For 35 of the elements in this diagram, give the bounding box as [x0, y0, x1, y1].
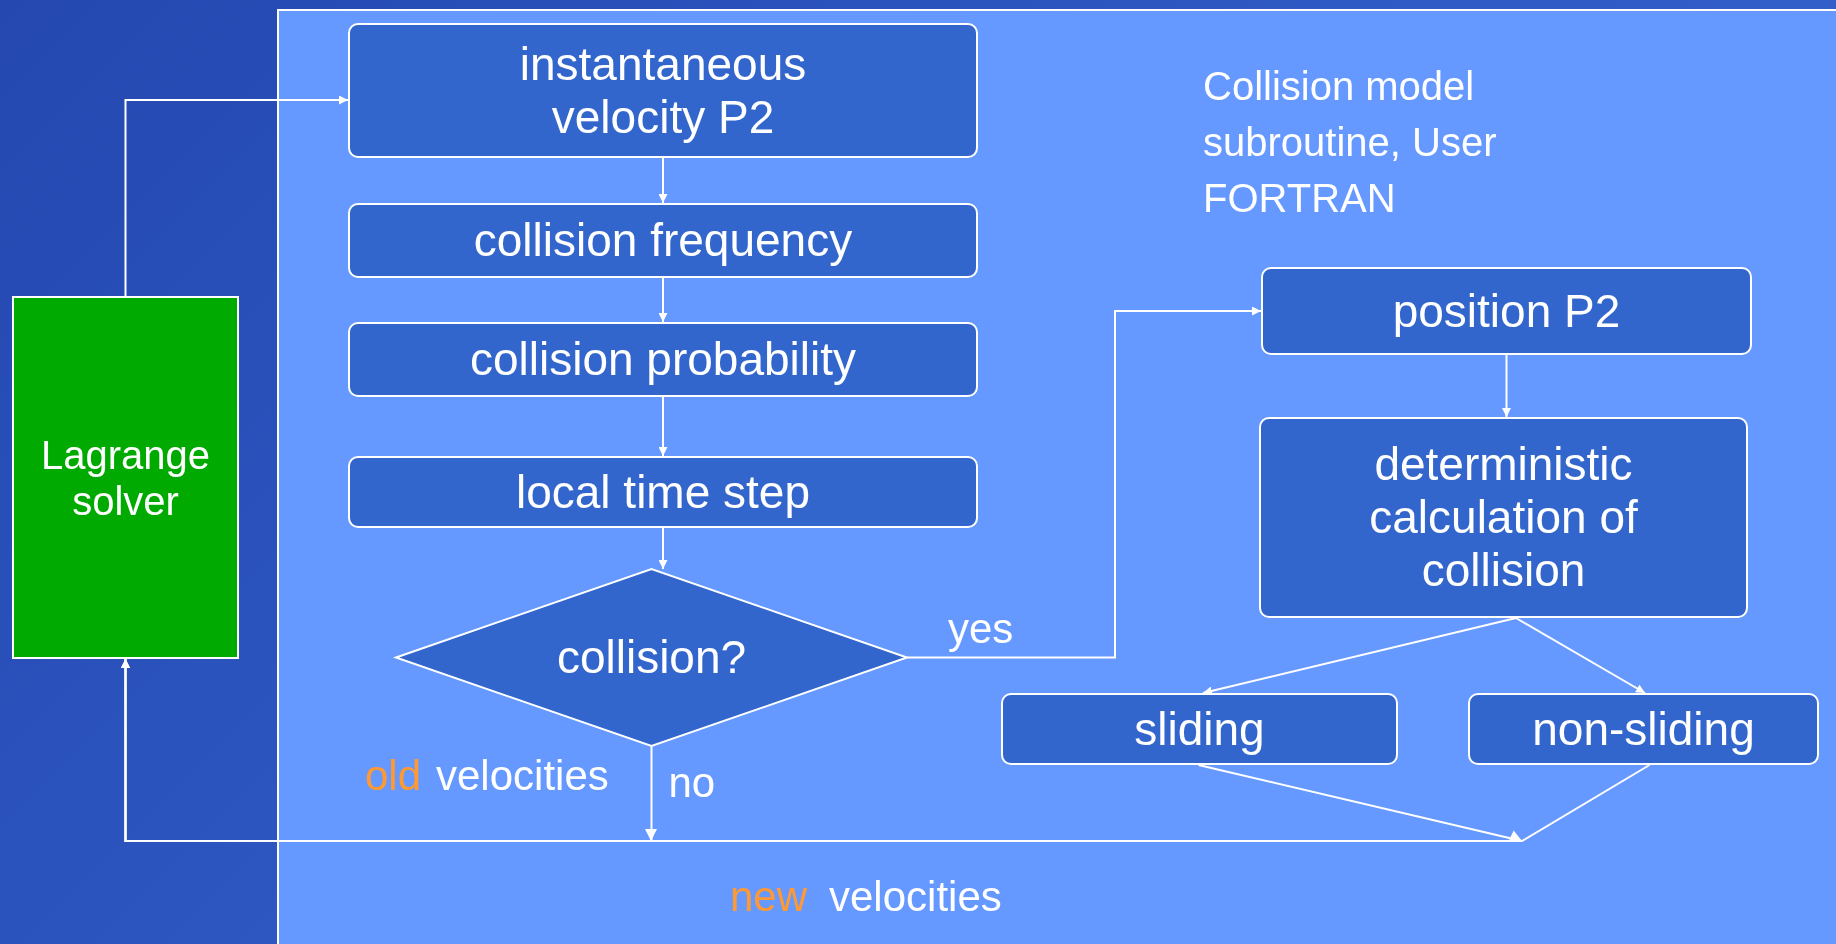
node-label: non-sliding — [1531, 702, 1756, 756]
process-box — [1001, 693, 1398, 765]
arrow — [658, 396, 668, 457]
subroutine-panel — [277, 9, 1836, 944]
node-label: instantaneous velocity P2 — [518, 37, 808, 144]
arrow — [906, 306, 1262, 659]
process-box — [348, 322, 978, 397]
process-box — [1261, 267, 1752, 355]
process-box — [348, 203, 978, 278]
node-label: collision probability — [468, 333, 858, 386]
annotation-text: old — [365, 752, 422, 800]
arrow — [658, 157, 668, 204]
annotation-text: velocities — [829, 873, 1002, 921]
node-label: collision frequency — [472, 214, 854, 267]
arrow — [658, 277, 668, 323]
arrow — [1515, 617, 1646, 694]
process-box — [348, 23, 978, 158]
panel-heading: Collision model subroutine, User FORTRAN — [1203, 63, 1498, 222]
node-label: position P2 — [1391, 284, 1622, 338]
process-box — [348, 456, 978, 528]
node-label: local time step — [515, 465, 811, 519]
solver-box — [12, 296, 239, 659]
annotation-text: velocities — [436, 752, 609, 800]
arrow — [1202, 617, 1517, 696]
decision-diamond — [396, 569, 907, 746]
process-box — [1259, 417, 1748, 618]
annotation-text: new — [730, 873, 808, 921]
node-label: deterministic calculation of collision — [1368, 438, 1639, 597]
node-label: sliding — [1133, 702, 1266, 756]
arrow — [658, 527, 668, 570]
node-label: Lagrange solver — [39, 431, 211, 524]
arrow — [124, 95, 349, 297]
process-box — [1468, 693, 1819, 765]
decision-label: collision? — [555, 631, 748, 684]
arrow — [1502, 354, 1511, 418]
